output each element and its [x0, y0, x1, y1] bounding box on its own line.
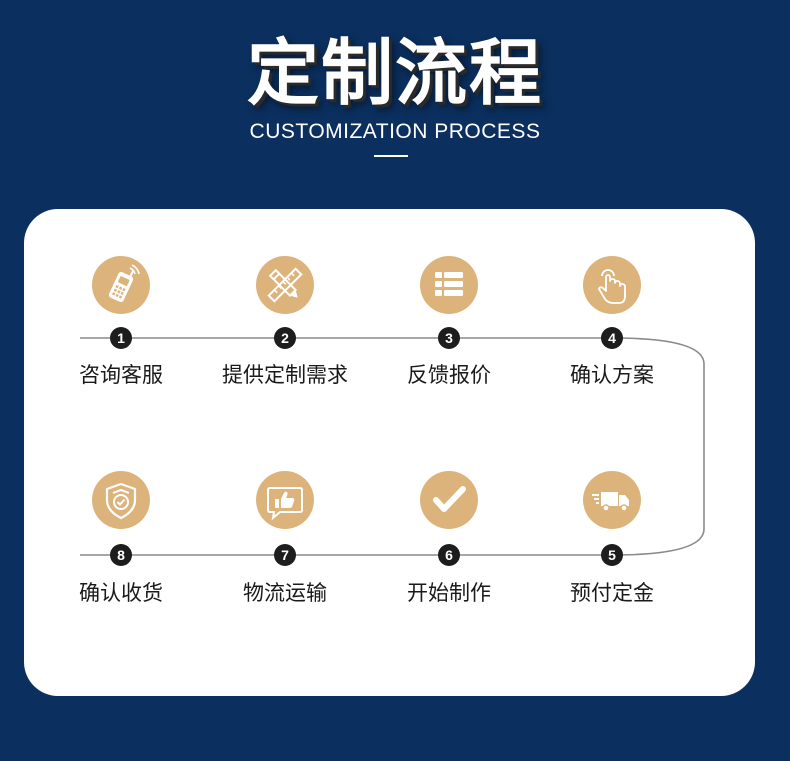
step-label-4: 确认方案: [570, 363, 654, 387]
step-number-4: 4: [601, 327, 623, 349]
step-number-2: 2: [274, 327, 296, 349]
step-label-7: 物流运输: [243, 581, 327, 605]
step-number-3: 3: [438, 327, 460, 349]
step-number-5: 5: [601, 544, 623, 566]
phone-icon: [92, 256, 150, 314]
checkmark-icon: [420, 471, 478, 529]
process-card: 1 咨询客服 2 提供定制需求: [24, 209, 755, 696]
process-connector: [80, 337, 705, 556]
step-label-3: 反馈报价: [407, 363, 491, 387]
page-subtitle: CUSTOMIZATION PROCESS: [249, 120, 541, 143]
shield-check-icon: [92, 471, 150, 529]
thumbs-up-icon: [256, 471, 314, 529]
list-icon: [420, 256, 478, 314]
hand-pointer-icon: [583, 256, 641, 314]
step-label-1: 咨询客服: [79, 363, 163, 387]
step-label-2: 提供定制需求: [222, 363, 348, 387]
step-number-8: 8: [110, 544, 132, 566]
step-number-7: 7: [274, 544, 296, 566]
step-label-8: 确认收货: [79, 581, 163, 605]
step-number-1: 1: [110, 327, 132, 349]
delivery-truck-icon: [583, 471, 641, 529]
step-label-6: 开始制作: [407, 581, 491, 605]
subtitle-underline: [374, 155, 408, 157]
step-label-5: 预付定金: [570, 581, 654, 605]
page-title: 定制流程: [246, 31, 543, 115]
step-number-6: 6: [438, 544, 460, 566]
pencil-ruler-icon: [256, 256, 314, 314]
